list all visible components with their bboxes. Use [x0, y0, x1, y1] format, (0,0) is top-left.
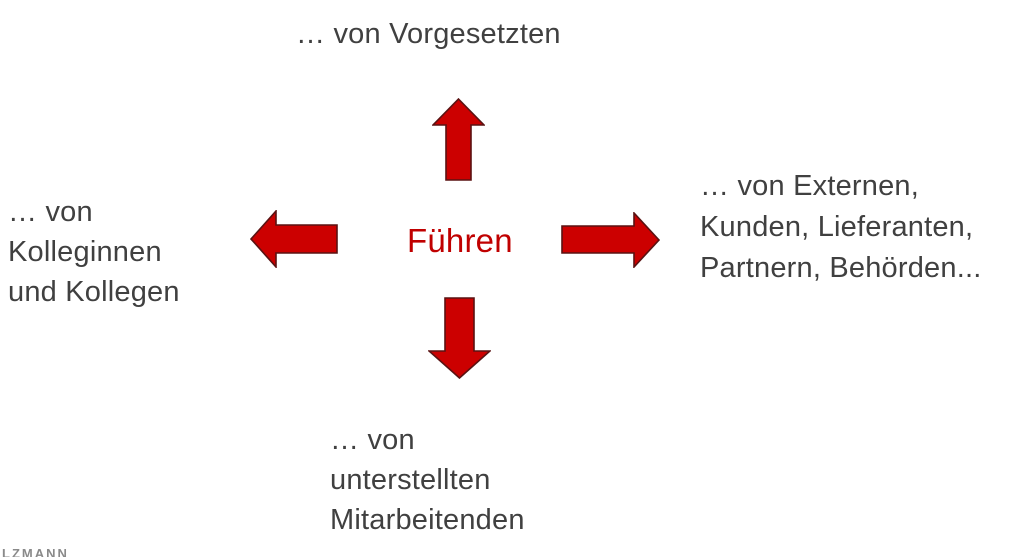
arrow-left-icon — [250, 210, 338, 268]
label-von-unterstellten-mitarbeitenden: … von unterstellten Mitarbeitenden — [330, 424, 525, 536]
watermark-logo: LZMANN — [2, 546, 69, 557]
center-term-fuehren: Führen — [407, 222, 513, 259]
arrow-down-icon — [428, 297, 491, 379]
label-von-externen-kunden-lieferanten: … von Externen, Kunden, Lieferanten, Par… — [700, 170, 982, 284]
arrow-up-icon — [432, 98, 485, 181]
label-von-kolleginnen-und-kollegen: … von Kolleginnen und Kollegen — [8, 196, 180, 308]
label-von-vorgesetzten: … von Vorgesetzten — [296, 18, 561, 50]
arrow-right-icon — [561, 212, 660, 268]
